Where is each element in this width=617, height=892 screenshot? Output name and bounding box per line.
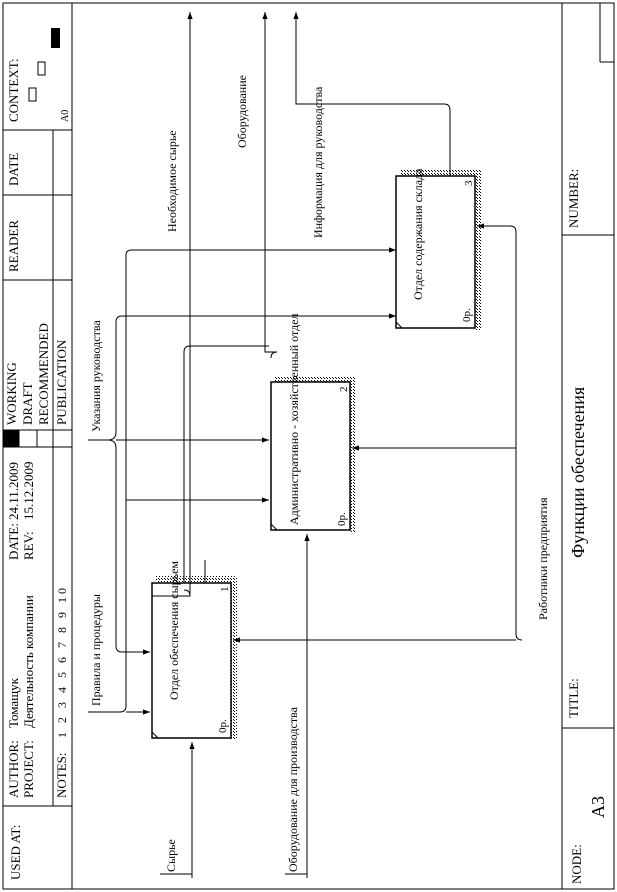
label-info: Информация для руководства <box>311 86 325 238</box>
project-label: PROJECT: <box>21 740 36 798</box>
node-value: A3 <box>588 796 608 818</box>
box-2-number: 2 <box>338 387 350 393</box>
internal-connectors <box>183 345 269 583</box>
arrow-syrye <box>160 742 195 878</box>
activity-box-3[interactable] <box>395 175 476 329</box>
number-label: NUMBER: <box>566 169 581 228</box>
status-recommended: RECOMMENDED <box>36 323 51 425</box>
title-label: TITLE: <box>566 678 581 718</box>
label-ukazaniya: Указания руководства <box>89 320 103 432</box>
label-rabotniki: Работники предприятия <box>536 497 550 620</box>
date-label: DATE: <box>6 523 21 560</box>
activity-box-1[interactable] <box>151 582 232 739</box>
context-box-active-icon <box>51 28 60 48</box>
rev-value: 15.12.2009 <box>21 462 36 521</box>
arrow-rabotniki <box>233 223 523 643</box>
context-box-icon <box>28 87 37 102</box>
box-3-title: Отдел содержания склада <box>411 168 425 300</box>
box-3-number: 3 <box>463 180 475 186</box>
arrow-ukazaniya <box>88 313 396 655</box>
status-publication: PUBLICATION <box>54 339 69 425</box>
box-1-number: 1 <box>219 587 231 593</box>
notes-label: NOTES: <box>54 753 69 799</box>
arrow-oborudovanie <box>262 12 278 359</box>
box-3-cost: 0р. <box>461 308 473 322</box>
box-1-title: Отдел обеспечения сырьем <box>167 561 181 700</box>
author-value: Томащук <box>6 677 21 728</box>
label-oborud-proizv: Оборудование для производства <box>286 706 300 872</box>
label-pravila: Правила и процедуры <box>89 594 103 706</box>
status-draft: DRAFT <box>20 382 35 425</box>
label-syrye: Сырье <box>164 839 178 872</box>
rev-label: REV: <box>21 531 36 560</box>
date-col-label: DATE <box>6 153 21 186</box>
arrow-neobh-syrye <box>152 12 193 597</box>
notes-numbers: 1 2 3 4 5 6 7 8 9 10 <box>55 585 69 738</box>
box-1-cost: 0р. <box>217 719 229 733</box>
working-marker <box>3 430 19 447</box>
activity-box-2[interactable] <box>270 381 351 531</box>
arrow-oborud-proizv <box>285 534 310 878</box>
node-label: NODE: <box>569 844 584 884</box>
box-2-title: Административно - хозяйственный отдел <box>287 313 301 525</box>
context-box-icon <box>37 61 46 76</box>
project-value: Деятельность компании <box>21 595 36 728</box>
reader-label: READER <box>6 220 21 272</box>
date-value: 24.11.2009 <box>6 462 21 520</box>
diagram-title: Функции обеспечения <box>568 387 588 558</box>
used-at-label: USED AT: <box>8 825 23 880</box>
arrow-pravila <box>88 247 396 715</box>
context-label: CONTEXT: <box>6 58 21 122</box>
label-oborudovanie: Оборудование <box>235 75 249 148</box>
label-neobh-syrye: Необходимое сырье <box>165 130 179 232</box>
status-working: WORKING <box>4 362 19 425</box>
context-node: A0 <box>60 110 71 122</box>
box-2-cost: 0р. <box>336 512 348 526</box>
arrow-info <box>293 12 451 176</box>
author-label: AUTHOR: <box>6 740 21 798</box>
